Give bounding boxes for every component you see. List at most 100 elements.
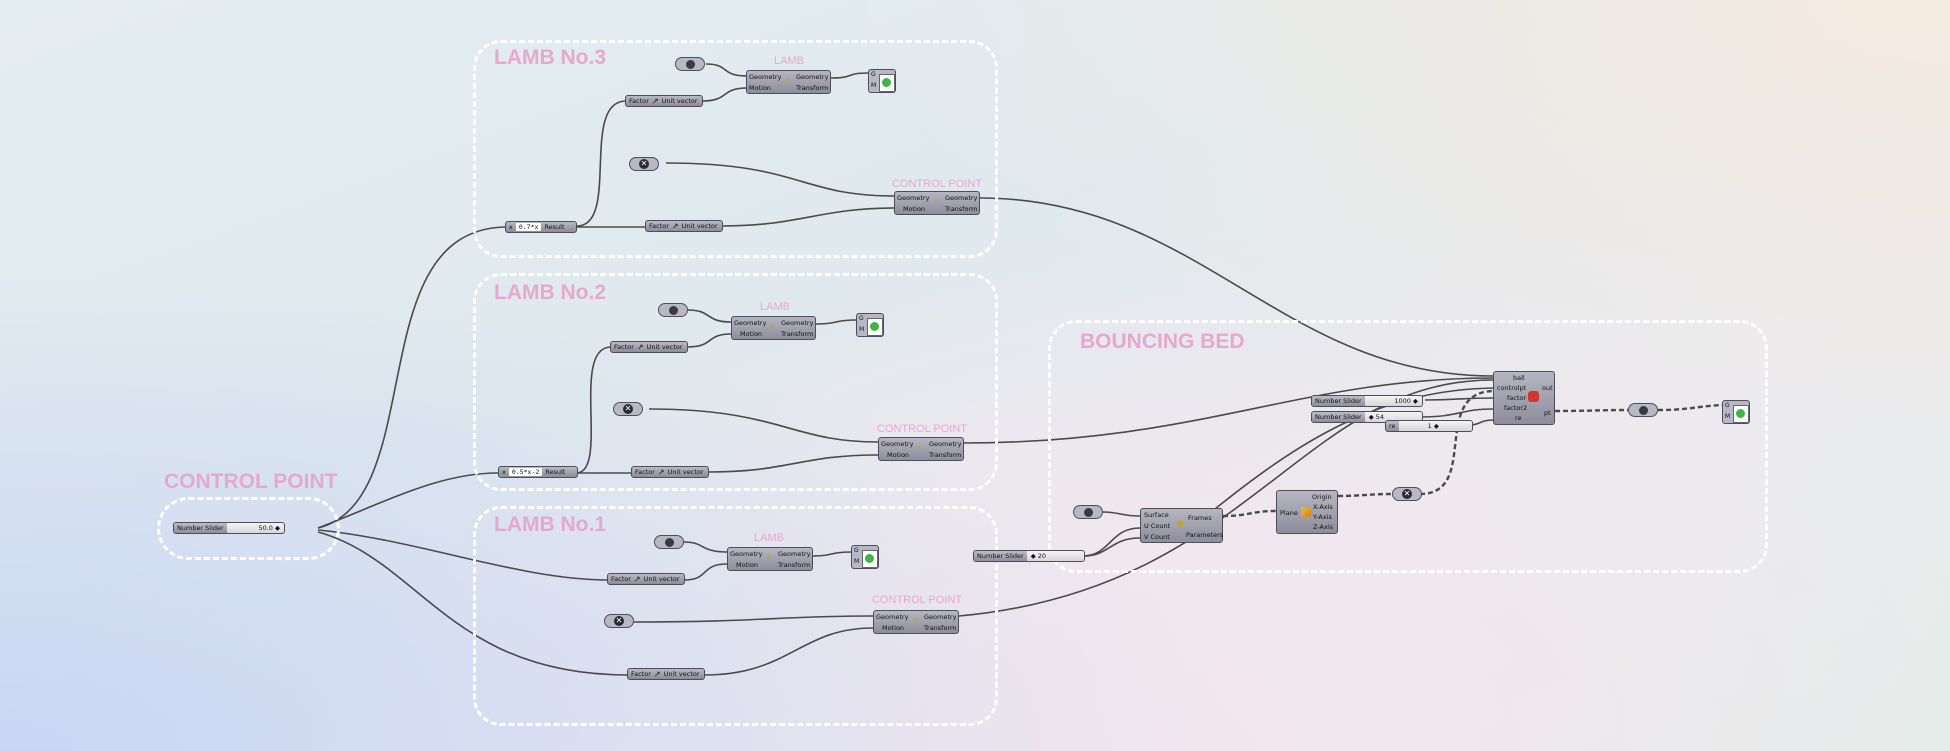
wire-x-to-ball [1419,389,1494,496]
port-re[interactable]: re [1515,414,1522,422]
port-transform-out[interactable]: Transform [796,84,829,92]
move-component[interactable]: Geometry Motion ⚡ Geometry Transform [727,547,813,571]
port-transform-out[interactable]: Transform [945,205,978,213]
port-parameters[interactable]: Parameters [1186,531,1224,539]
lamb-label: LAMB [774,55,804,67]
wire-lamb1-uv2-to-cp [703,627,874,676]
geometry-param-node[interactable] [658,303,688,317]
wire-lamb3-expr-to-uv [576,100,627,227]
number-slider-re[interactable]: re 1 ◆ [1385,420,1473,432]
number-slider-20[interactable]: Number Slider ◆ 20 [973,550,1085,562]
port-motion-in[interactable]: Motion [903,205,926,213]
move-component[interactable]: Geometry Motion ⚡ Geometry Transform [878,437,964,461]
geometry-param-node[interactable] [675,57,705,71]
geometry-param-node[interactable] [1628,403,1658,417]
control-point-label: CONTROL POINT [871,594,963,606]
wire-divide-to-plane [1222,509,1277,518]
unit-vector-component[interactable]: Factor ↗ Unit vector [631,466,709,478]
lamb-label: LAMB [760,301,790,313]
port-v-count[interactable]: V Count [1144,533,1170,541]
port-ball[interactable]: ball [1513,374,1525,382]
custom-preview-node[interactable]: G M [1722,400,1750,424]
control-number-slider[interactable]: Number Slider 50.0 ◆ [173,522,285,534]
divide-surface-icon: ❖ [1176,519,1185,530]
slider-name: Number Slider [174,523,227,533]
port-controlpt[interactable]: controlpt [1497,384,1527,392]
geometry-param-node[interactable] [654,535,684,549]
ball-script-component[interactable]: ball controlpt factor factor2 re out pt [1493,371,1555,425]
surface-param-node[interactable] [1073,505,1103,519]
port-geometry-out[interactable]: Geometry [781,319,814,327]
wire-lamb1-uv-to-move [683,563,728,581]
vector-icon: ↗ [651,96,659,106]
port-x-axis[interactable]: X-Axis [1313,503,1333,511]
port-factor[interactable]: factor [1507,394,1527,402]
wire-lamb1-move-to-preview [812,551,852,557]
custom-preview-node[interactable]: G M [851,545,879,569]
plane-icon [1301,507,1311,517]
port-motion-in[interactable]: Motion [749,84,772,92]
vector-icon: ↗ [636,342,644,352]
move-component[interactable]: Geometry Motion ⚡ Geometry Transform [894,191,980,215]
port-pt[interactable]: pt [1544,409,1551,417]
divide-surface-component[interactable]: Surface U Count V Count ❖ Frames Paramet… [1140,508,1223,543]
deconstruct-plane-component[interactable]: Plane Origin X-Axis Y-Axis Z-Axis [1276,490,1338,534]
port-motion-in[interactable]: Motion [740,330,763,338]
move-component[interactable]: Geometry Motion ⚡ Geometry Transform [873,610,959,634]
wire-control-to-lamb2-expr [317,472,499,529]
port-out[interactable]: out [1542,384,1553,392]
port-transform-out[interactable]: Transform [778,561,811,569]
port-transform-out[interactable]: Transform [781,330,814,338]
port-surface[interactable]: Surface [1144,511,1169,519]
port-motion-in[interactable]: Motion [736,561,759,569]
port-geometry-out[interactable]: Geometry [778,550,811,558]
port-factor2[interactable]: factor2 [1504,404,1528,412]
port-unit-vector: Unit vector [646,343,683,351]
delete-x-node[interactable]: ✕ [1392,487,1422,501]
port-motion-in[interactable]: Motion [887,451,910,459]
geometry-icon [664,537,674,547]
delete-x-node[interactable]: ✕ [604,614,634,628]
port-transform-out[interactable]: Transform [924,624,957,632]
unit-vector-component[interactable]: Factor ↗ Unit vector [607,573,685,585]
delete-x-node[interactable]: ✕ [613,402,643,416]
group-lamb2 [473,273,998,491]
port-geometry-in[interactable]: Geometry [897,194,930,202]
port-geometry-out[interactable]: Geometry [945,194,978,202]
unit-vector-component[interactable]: Factor ↗ Unit vector [625,95,703,107]
port-g: G [859,315,864,322]
unit-vector-component[interactable]: Factor ↗ Unit vector [645,220,723,232]
move-icon: ⚡ [932,197,940,208]
port-geometry-in[interactable]: Geometry [881,440,914,448]
expression-component[interactable]: x 0.7*x Result [505,221,577,233]
port-u-count[interactable]: U Count [1144,522,1171,530]
move-component[interactable]: Geometry Motion ⚡ Geometry Transform [731,316,816,340]
port-frames[interactable]: Frames [1188,514,1212,522]
move-component[interactable]: Geometry Motion ⚡ Geometry Transform [746,70,831,94]
port-motion-in[interactable]: Motion [882,624,905,632]
number-slider-54[interactable]: Number Slider ◆ 54 [1311,411,1423,423]
port-geometry-out[interactable]: Geometry [796,73,829,81]
unit-vector-component[interactable]: Factor ↗ Unit vector [627,668,705,680]
number-slider-1000[interactable]: Number Slider 1000 ◆ [1311,395,1423,407]
port-geometry-in[interactable]: Geometry [749,73,782,81]
port-plane[interactable]: Plane [1280,509,1298,517]
port-geometry-in[interactable]: Geometry [876,613,909,621]
port-y-axis[interactable]: Y-Axis [1313,513,1332,521]
port-geometry-in[interactable]: Geometry [730,550,763,558]
port-geometry-in[interactable]: Geometry [734,319,767,327]
wire-cp2-to-ball [963,377,1494,444]
port-geometry-out[interactable]: Geometry [924,613,957,621]
port-z-axis[interactable]: Z-Axis [1313,523,1334,531]
move-icon: ⚡ [769,322,777,333]
custom-preview-node[interactable]: G M [868,69,896,93]
expression-component[interactable]: x 0.5*x-2 Result [498,466,578,478]
custom-preview-node[interactable]: G M [856,313,884,337]
port-x: x [502,468,506,476]
port-transform-out[interactable]: Transform [929,451,962,459]
delete-x-node[interactable]: ✕ [629,157,659,171]
port-geometry-out[interactable]: Geometry [929,440,962,448]
port-origin[interactable]: Origin [1312,493,1332,501]
unit-vector-component[interactable]: Factor ↗ Unit vector [610,341,688,353]
